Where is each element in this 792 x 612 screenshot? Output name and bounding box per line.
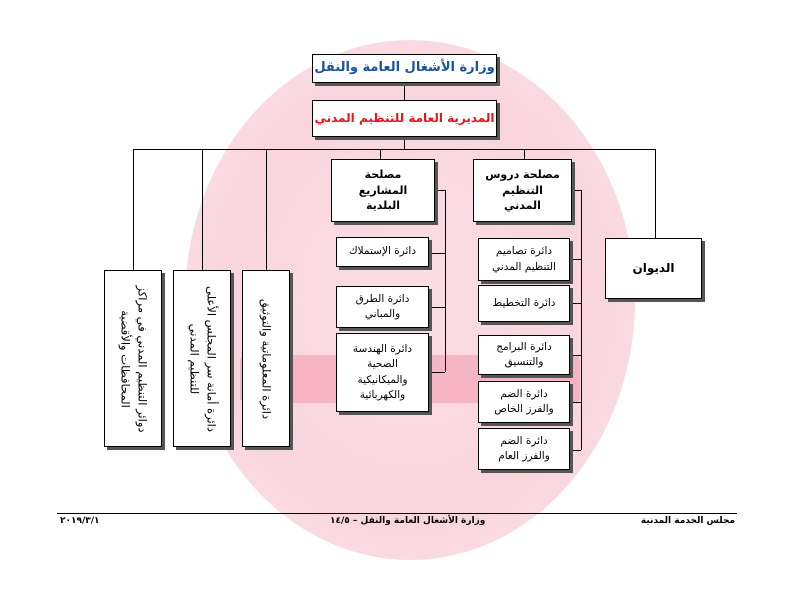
studies-dept-box: دائرة التخطيط [478,285,570,322]
vertical-unit-box: دائرة المعلوماتية والتوثيق [242,270,290,447]
connector [570,303,581,304]
ministry-box: وزارة الأشغال العامة والنقل [312,54,497,83]
connector [404,83,405,100]
connector [133,149,134,270]
connector [429,253,445,254]
studies-dept-box: دائرة البرامج والتنسيق [478,335,570,375]
vertical-unit-label: دوائر التنظيم المدني في مراكز المحافظات … [118,284,150,432]
connector [581,190,582,450]
connector [570,355,581,356]
connector [266,149,267,270]
connector [429,372,445,373]
footer-center: وزارة الأشغال العامة والنقل – ١٤/٥ [330,516,486,526]
connector [133,149,655,150]
studies-dept-box: دائرة الضم والفرز الخاص [478,381,570,423]
connector [380,149,381,159]
connector [570,402,581,403]
vertical-unit-label: دائرة المعلوماتية والتوثيق [259,298,274,419]
connector [429,307,445,308]
projects-dept-box: دائرة الإستملاك [336,237,429,267]
studies-dept-box: دائرة تصاميم التنظيم المدني [478,238,570,281]
studies-branch-box: مصلحة دروس التنظيم المدني [473,159,572,222]
studies-dept-box: دائرة الضم والفرز العام [478,428,570,470]
connector [524,149,525,159]
connector [655,149,656,238]
vertical-unit-box: دائرة أمانة سر المجلس الأعلى للتنظيم الم… [173,270,231,447]
connector [445,190,446,372]
connector [435,190,445,191]
directorate-box: المديرية العامة للتنظيم المدني [312,100,497,137]
connector [570,259,581,260]
vertical-unit-label: دائرة أمانة سر المجلس الأعلى للتنظيم الم… [187,285,219,432]
connector [202,149,203,270]
projects-branch-box: مصلحة المشاريع البلدية [331,159,435,222]
vertical-unit-box: دوائر التنظيم المدني في مراكز المحافظات … [104,270,162,447]
projects-dept-box: دائرة الهندسة الصحية والميكانيكية والكهر… [336,333,429,412]
footer-right: مجلس الخدمة المدنية [640,516,735,526]
connector [404,137,405,149]
connector [572,190,581,191]
footer-left: ٢٠١٩/٣/١ [60,516,100,526]
diwan-box: الديوان [605,238,702,299]
projects-dept-box: دائرة الطرق والمباني [336,286,429,328]
footer-divider [57,513,737,514]
connector [570,450,581,451]
